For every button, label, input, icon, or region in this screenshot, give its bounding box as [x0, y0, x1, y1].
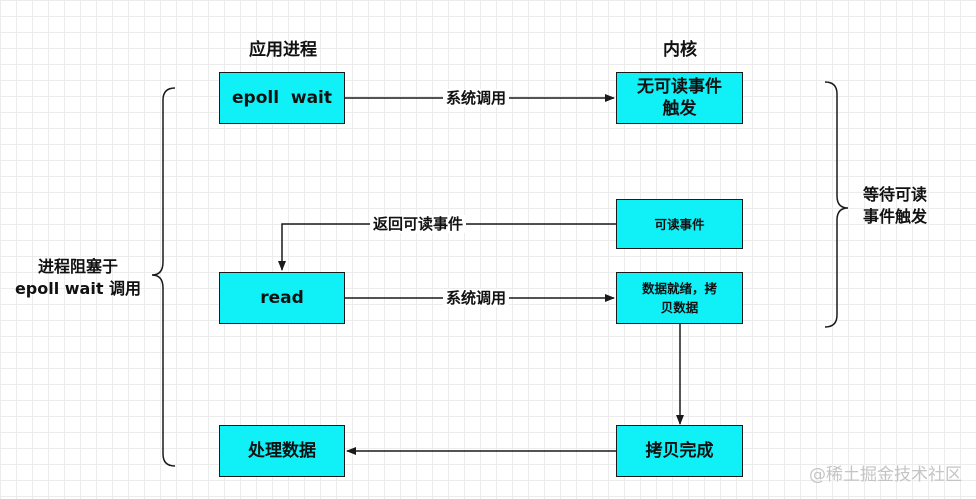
- no-event-box: 无可读事件 触发: [616, 72, 743, 124]
- data-ready-label: 数据就绪，拷 贝数据: [641, 281, 717, 315]
- arrow-return-event: [278, 223, 616, 271]
- epoll-wait-box: epoll wait: [219, 72, 345, 124]
- no-event-label: 无可读事件 触发: [637, 77, 722, 119]
- copy-done-box: 拷贝完成: [616, 425, 743, 477]
- watermark: @稀土掘金技术社区: [809, 465, 962, 485]
- right-bracket-label: 等待可读 事件触发: [862, 185, 927, 226]
- readable-event-label: 可读事件: [654, 216, 705, 232]
- readable-event-box: 可读事件: [616, 199, 743, 249]
- kernel-title: 内核: [663, 40, 697, 60]
- read-label: read: [260, 288, 304, 308]
- return-event-label: 返回可读事件: [370, 215, 467, 233]
- syscall-label-2: 系统调用: [443, 289, 510, 307]
- right-brace: [824, 81, 849, 328]
- left-brace: [151, 87, 176, 467]
- read-box: read: [219, 272, 345, 324]
- epoll-wait-label: epoll wait: [232, 88, 332, 108]
- process-data-box: 处理数据: [219, 425, 345, 477]
- process-data-label: 处理数据: [248, 441, 316, 461]
- data-ready-box: 数据就绪，拷 贝数据: [616, 272, 743, 324]
- left-bracket-label: 进程阻塞于 epoll wait 调用: [14, 257, 142, 298]
- app-process-title: 应用进程: [249, 40, 317, 60]
- syscall-label-1: 系统调用: [443, 89, 510, 107]
- copy-done-label: 拷贝完成: [645, 441, 714, 461]
